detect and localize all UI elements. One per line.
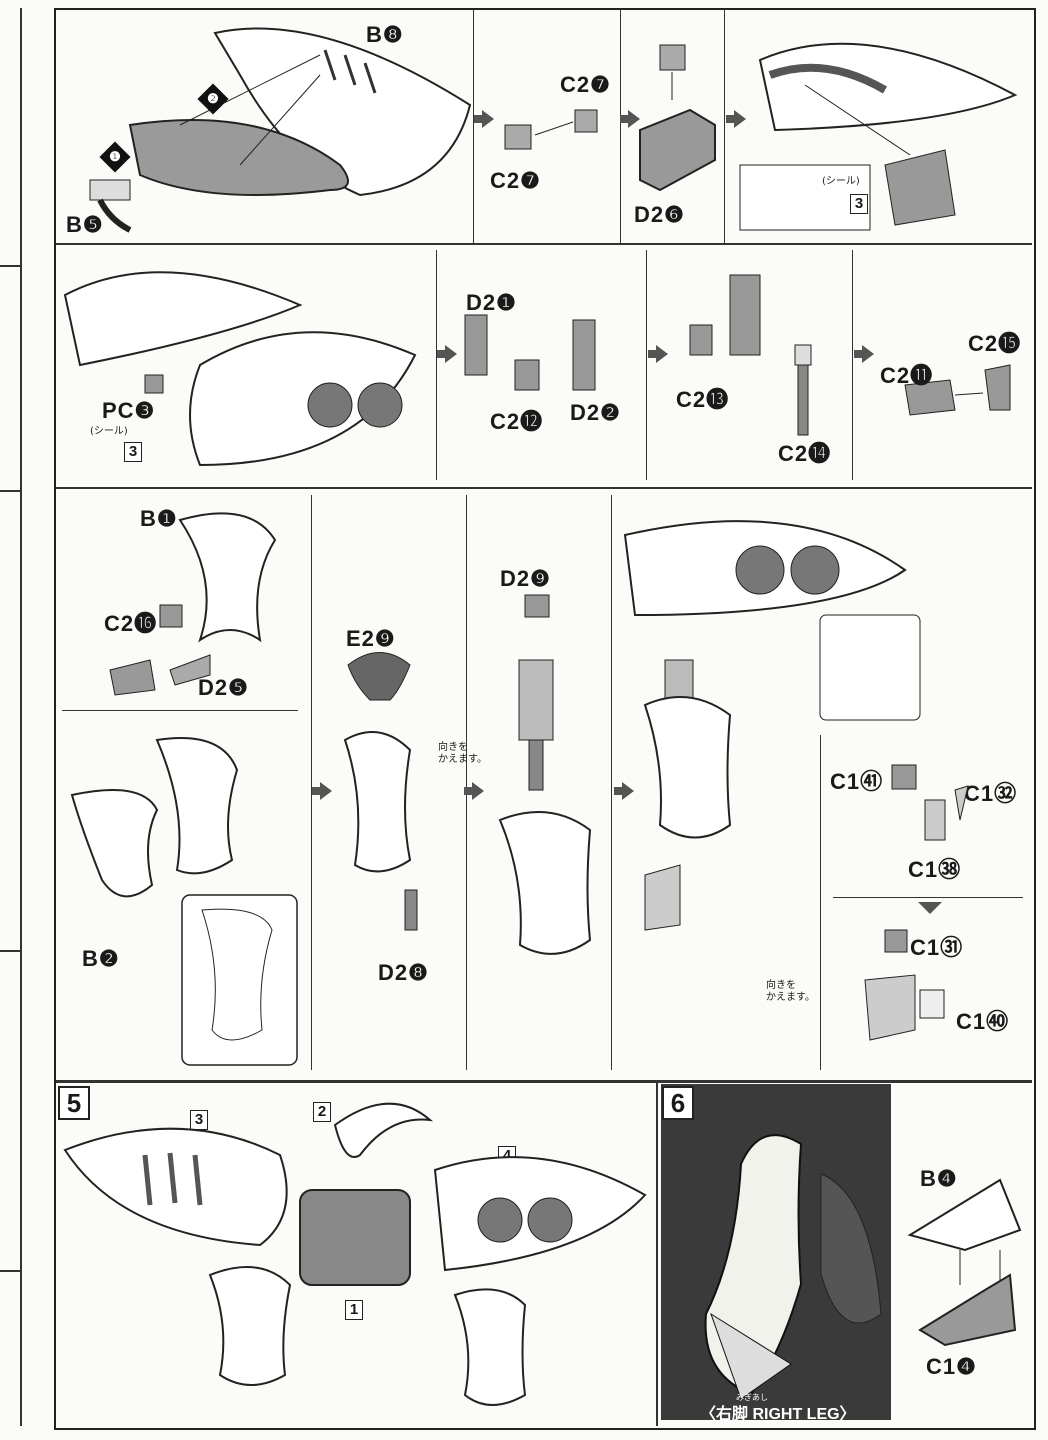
- label-c212: C2⓬: [490, 409, 544, 434]
- label-d21: D2❶: [466, 290, 517, 315]
- r3-upper-leg-illustration: [109, 512, 277, 696]
- left-margin-tick-3: [0, 950, 21, 952]
- r1-arrow-3: [726, 110, 746, 128]
- step5-part-1: 1: [345, 1300, 363, 1320]
- r3-sub-divider: [62, 710, 298, 711]
- step-5-number: 5: [58, 1086, 90, 1120]
- row-divider-3: [56, 1080, 1032, 1083]
- r3-divider-a: [311, 495, 312, 1070]
- caption-ruby: みぎあし: [736, 1393, 768, 1402]
- r3-shin-illustration: [343, 652, 418, 931]
- left-margin-tick-4: [0, 1270, 21, 1272]
- r4-divider: [656, 1082, 658, 1426]
- r3-turn-note-2: 向きを かえます。: [766, 980, 815, 1003]
- r2-parts-a-illustration: [464, 314, 596, 391]
- r1-assembly-illustration: [739, 42, 1018, 231]
- row-divider-2: [56, 487, 1032, 489]
- step-mark-1: ❶: [99, 141, 131, 173]
- r3-arrow-3: [614, 782, 634, 800]
- row-divider-1: [56, 243, 1032, 245]
- r1-divider-a: [473, 10, 474, 243]
- r3-leg-hand-illustration: [623, 520, 921, 931]
- r1-knee-block-illustration: [639, 44, 716, 192]
- r1-divider-b: [620, 10, 621, 243]
- step6-photo-panel: [661, 1084, 891, 1420]
- left-margin-tick-1: [0, 265, 21, 267]
- r3-hand-hdivider: [833, 897, 1023, 898]
- step5-waist-assembly-illustration: [63, 1102, 647, 1406]
- left-margin-line: [20, 8, 22, 1426]
- r2-divider-b: [646, 250, 647, 480]
- r3-hand-parts-illustration: [891, 764, 969, 841]
- label-b2: B❷: [82, 946, 120, 971]
- left-margin-tick-2: [0, 490, 21, 492]
- label-c213: C2⓭: [676, 387, 730, 412]
- right-leg-photo-illustration: [704, 1134, 882, 1400]
- label-c211: C2⓫: [880, 363, 934, 388]
- label-c216: C2⓰: [104, 611, 158, 636]
- step-mark-2: ❷: [197, 83, 229, 115]
- label-c131: C1㉛: [910, 935, 964, 960]
- label-e29: E2❾: [346, 626, 396, 651]
- label-d25: D2❺: [198, 675, 249, 700]
- page-border: [54, 8, 1036, 1430]
- r2-parts-c-illustration: [904, 364, 1011, 416]
- step5-part-2: 2: [313, 1102, 331, 1122]
- label-b5: B❺: [66, 212, 104, 237]
- right-leg-caption: 〈右脚 RIGHT LEG〉: [700, 1406, 856, 1423]
- r3-lower-leg-illustration: [70, 737, 298, 1066]
- r3-hand-assembled-illustration: [864, 929, 945, 1041]
- label-b4: B❹: [920, 1166, 958, 1191]
- r3-foot-joint-illustration: [498, 594, 592, 955]
- label-b1: B❶: [140, 506, 178, 531]
- label-c132: C1㉜: [964, 781, 1018, 806]
- label-d22: D2❷: [570, 400, 621, 425]
- r1-seal-note: (シール): [822, 176, 860, 187]
- r1-joint-parts-illustration: [504, 109, 598, 150]
- r1-arrow-1: [474, 110, 494, 128]
- r2-divider-a: [436, 250, 437, 480]
- r3-divider-b: [466, 495, 467, 1070]
- step-6-number: 6: [662, 1086, 694, 1120]
- r3-hand-divider: [820, 735, 821, 1070]
- r2-arrow-3: [854, 345, 874, 363]
- label-c14: C1❹: [926, 1354, 977, 1379]
- label-c140: C1㊵: [956, 1009, 1010, 1034]
- r3-turn-note: 向きを かえます。: [438, 742, 487, 765]
- r3-divider-c: [611, 495, 612, 1070]
- r2-arrow-1: [437, 345, 457, 363]
- label-b8: B❽: [366, 22, 404, 47]
- r1-divider-c: [724, 10, 725, 243]
- step6-armor-parts-illustration: [907, 1178, 1022, 1347]
- r3-arrow-2: [464, 782, 484, 800]
- r1-arrow-2: [620, 110, 640, 128]
- label-c215: C2⓯: [968, 331, 1022, 356]
- label-pc3: PC❸: [102, 398, 156, 423]
- r1-seal-num: 3: [850, 194, 868, 214]
- r3-arrow-1: [312, 782, 332, 800]
- r2-arrow-2: [648, 345, 668, 363]
- label-d28: D2❽: [378, 960, 429, 985]
- label-c27-bottom: C2❼: [490, 168, 541, 193]
- r2-seal-note: (シール): [90, 426, 128, 437]
- r2-armor-illustration: [63, 271, 417, 467]
- label-d29: D2❾: [500, 566, 551, 591]
- r2-parts-b-illustration: [689, 274, 812, 436]
- label-c141: C1㊶: [830, 769, 884, 794]
- label-c214: C2⓮: [778, 441, 832, 466]
- label-c27-top: C2❼: [560, 72, 611, 97]
- r1-thigh-armor-illustration: [89, 27, 472, 233]
- r3-arrow-down: [918, 902, 942, 914]
- label-d26: D2❻: [634, 202, 685, 227]
- label-c138: C1㊳: [908, 857, 962, 882]
- r2-seal-num: 3: [124, 442, 142, 462]
- r2-divider-c: [852, 250, 853, 480]
